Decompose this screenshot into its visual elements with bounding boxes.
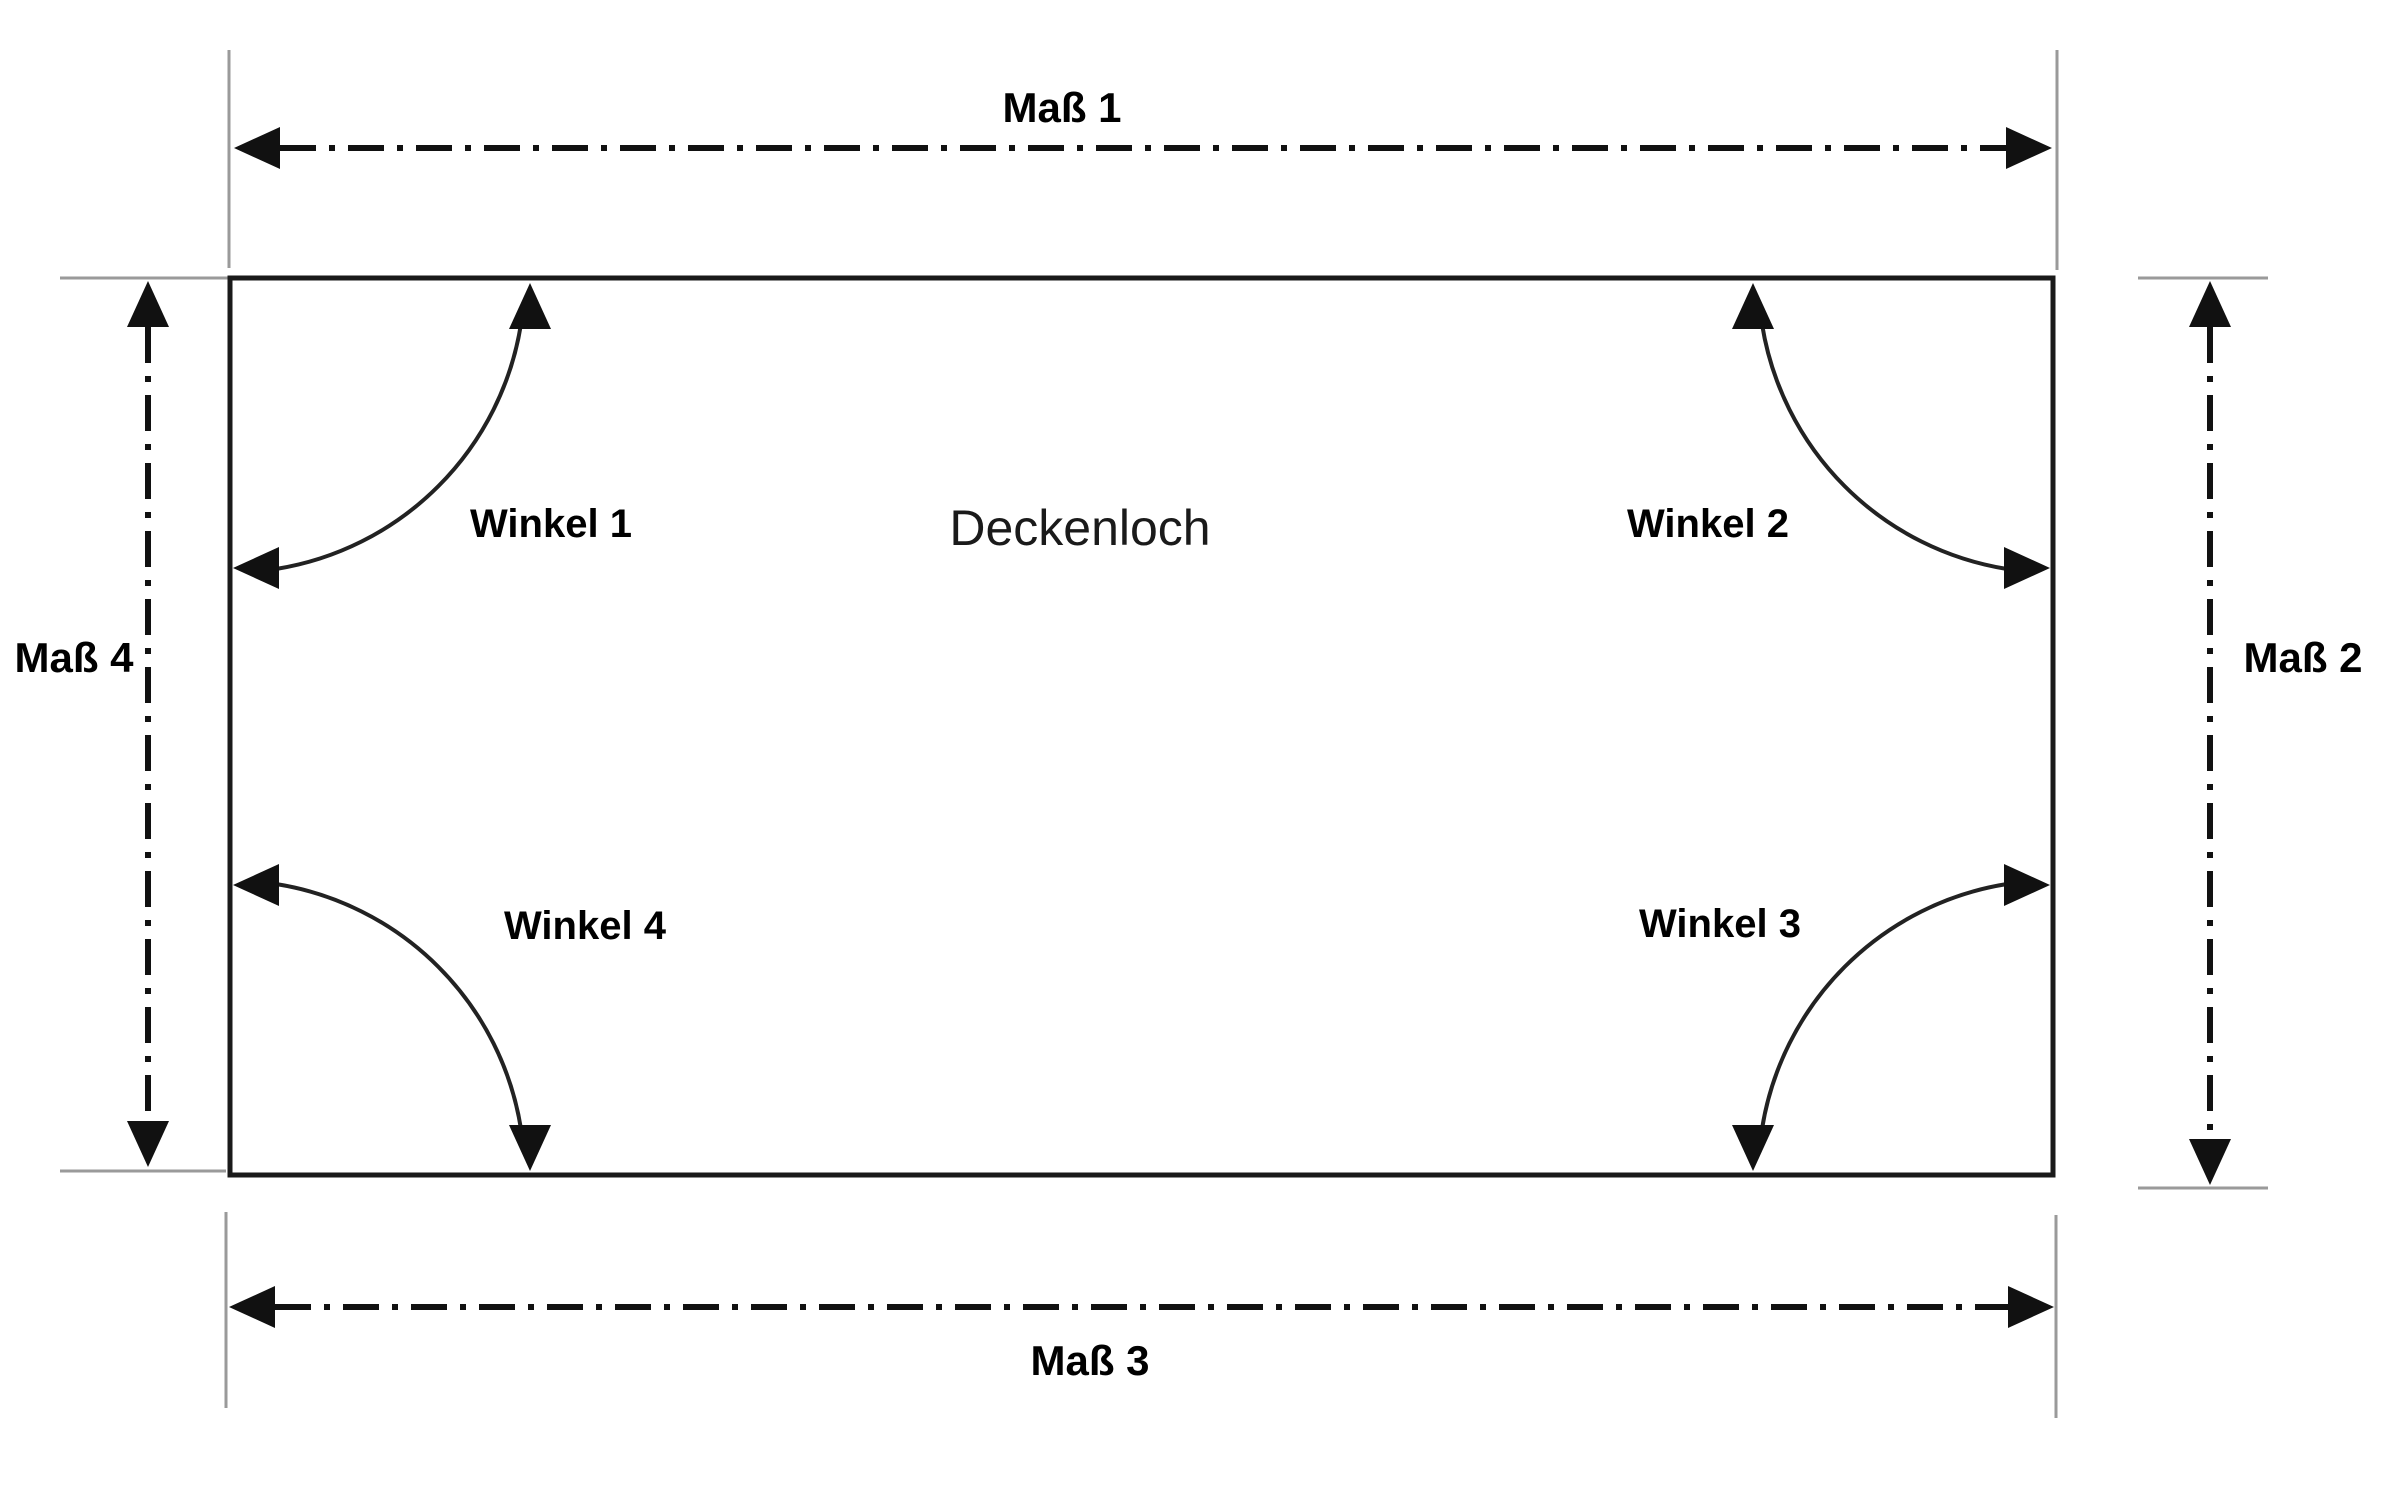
mass1-left-arrowhead-icon [234, 127, 280, 169]
winkel2-right-arrowhead-icon [2004, 547, 2050, 589]
winkel1-arc [275, 323, 523, 571]
dimension-lines [145, 145, 2213, 1310]
mass2-top-arrowhead-icon [2189, 281, 2231, 327]
winkel3-right-arrowhead-icon [2004, 864, 2050, 906]
mass2-label: Maß 2 [2243, 634, 2362, 681]
mass4-top-arrowhead-icon [127, 281, 169, 327]
mass4-bottom-arrowhead-icon [127, 1121, 169, 1167]
winkel4-down-arrowhead-icon [509, 1125, 551, 1171]
mass2-bottom-arrowhead-icon [2189, 1139, 2231, 1185]
winkel4-left-arrowhead-icon [233, 864, 279, 906]
angle-arcs [233, 283, 2050, 1171]
winkel4-label: Winkel 4 [504, 904, 667, 948]
winkel2-label: Winkel 2 [1627, 502, 1789, 546]
deckenloch-rectangle [227, 275, 2056, 1178]
diagram-title: Deckenloch [949, 500, 1210, 556]
winkel3-arc [1760, 882, 2008, 1130]
mass1-right-arrowhead-icon [2006, 127, 2052, 169]
winkel1-label: Winkel 1 [470, 502, 632, 546]
extension-lines [60, 50, 2268, 1418]
winkel4-arc [275, 882, 523, 1130]
winkel3-down-arrowhead-icon [1732, 1125, 1774, 1171]
mass3-right-arrowhead-icon [2008, 1286, 2054, 1328]
winkel1-left-arrowhead-icon [233, 547, 279, 589]
mass1-label: Maß 1 [1002, 84, 1121, 131]
winkel2-up-arrowhead-icon [1732, 283, 1774, 329]
mass3-label: Maß 3 [1030, 1337, 1149, 1384]
winkel2-arc [1760, 323, 2008, 571]
mass3-left-arrowhead-icon [229, 1286, 275, 1328]
winkel3-label: Winkel 3 [1639, 902, 1801, 946]
winkel1-up-arrowhead-icon [509, 283, 551, 329]
mass4-label: Maß 4 [14, 634, 134, 681]
dimension-arrowheads [127, 127, 2231, 1328]
